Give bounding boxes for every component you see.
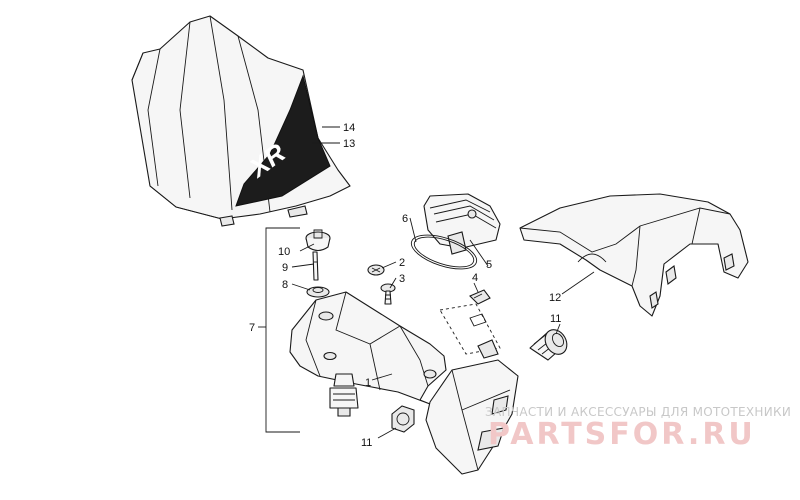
- wiring-box: [439, 303, 501, 359]
- watermark-subtitle: ЗАПЧАСТИ И АКСЕССУАРЫ ДЛЯ МОТОТЕХНИКИ: [485, 405, 791, 419]
- rear-cover: [519, 193, 749, 317]
- callout-4: 4: [472, 272, 478, 284]
- xr-decal: XR: [235, 74, 331, 207]
- callout-1: 1: [365, 377, 371, 389]
- gauge: [423, 193, 501, 255]
- watermark-site: PARTSFOR.RU: [488, 417, 756, 452]
- callout-13: 13: [343, 138, 355, 150]
- callout-2: 2: [399, 257, 405, 269]
- callout-6: 6: [402, 213, 408, 225]
- callouts: 14 13 10 9 8 7 2 3 4 5 6 1 11 11 12: [249, 122, 561, 449]
- callout-7: 7: [249, 322, 255, 334]
- callout-14: 14: [343, 122, 355, 134]
- callout-10: 10: [278, 246, 290, 258]
- callout-3: 3: [399, 273, 405, 285]
- key: [312, 251, 319, 281]
- callout-11-lower: 11: [361, 437, 372, 449]
- nut: [306, 286, 330, 298]
- screw-lower: [380, 283, 396, 305]
- housing: [289, 291, 447, 405]
- callout-8: 8: [282, 279, 288, 291]
- lower-console: [425, 359, 519, 475]
- callout-11-right: 11: [550, 313, 561, 325]
- switch-assembly: [329, 373, 359, 417]
- callout-5: 5: [486, 259, 492, 271]
- nut-lower: [391, 405, 415, 433]
- watermark: ЗАПЧАСТИ И АКСЕССУАРЫ ДЛЯ МОТОТЕХНИКИ PA…: [485, 405, 791, 452]
- ignition-switch: [305, 229, 331, 252]
- connector: [469, 289, 491, 305]
- o-ring: [410, 234, 478, 270]
- screw-upper: [367, 264, 385, 276]
- group-7-bracket: [265, 227, 300, 433]
- socket: [529, 329, 568, 361]
- leader-lines: [258, 126, 595, 439]
- callout-12: 12: [549, 292, 561, 304]
- callout-9: 9: [282, 262, 288, 274]
